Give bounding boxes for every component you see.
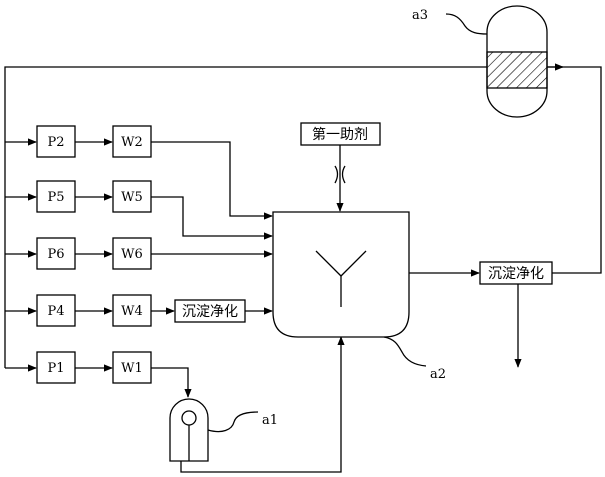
precipitation-label-left: 沉淀净化 (182, 304, 238, 320)
unit-label-p5: P5 (47, 190, 64, 205)
unit-box-p6 (36, 237, 76, 270)
precipitation-right: 沉淀净化 (479, 66, 602, 368)
unit-label-p2: P2 (47, 135, 64, 150)
first-additive-label: 第一助剂 (312, 126, 368, 143)
unit-box-p2 (36, 125, 76, 158)
precipitation-label-right: 沉淀净化 (488, 266, 544, 282)
unit-label-w6: W6 (121, 247, 143, 262)
row-p6-w6: P6 W6 (5, 237, 273, 270)
reactor-a2: a2 (272, 211, 480, 382)
callout-a3: a3 (412, 8, 428, 23)
unit-box-p4 (36, 294, 76, 327)
row-p2-w2: P2 W2 (5, 125, 273, 220)
unit-box-w5 (112, 180, 152, 213)
vessel-a3: a3 (412, 5, 548, 118)
unit-label-w4: W4 (121, 304, 143, 319)
unit-box-p1 (36, 351, 76, 384)
unit-label-w5: W5 (121, 190, 143, 205)
row-p5-w5: P5 W5 (5, 180, 273, 240)
unit-box-w6 (112, 237, 152, 270)
unit-label-p6: P6 (47, 247, 64, 262)
unit-label-p1: P1 (47, 361, 64, 376)
row-p1-w1: P1 W1 (5, 351, 192, 398)
unit-label-w2: W2 (121, 135, 143, 150)
callout-a1: a1 (262, 413, 278, 428)
first-additive-input: 第一助剂 (300, 122, 381, 212)
unit-label-p4: P4 (47, 304, 64, 319)
unit-label-w1: W1 (121, 361, 143, 376)
unit-box-w4 (112, 294, 152, 327)
pump-a1: a1 (169, 336, 345, 473)
row-p4-w4: P4 W4 沉淀净化 (5, 294, 273, 327)
callout-a2: a2 (430, 367, 446, 382)
